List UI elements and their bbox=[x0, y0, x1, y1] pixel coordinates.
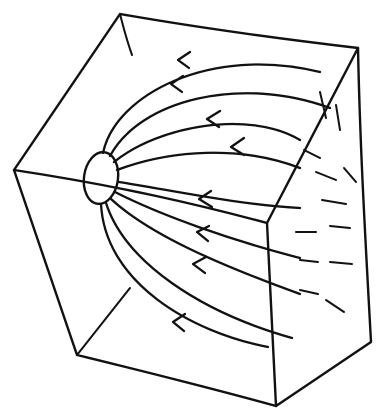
field-lines bbox=[101, 64, 330, 347]
arrowhead bbox=[178, 52, 190, 68]
field-line-stub bbox=[330, 262, 352, 264]
arrowhead bbox=[193, 257, 206, 273]
cube-top-face bbox=[14, 14, 358, 223]
field-line-stub bbox=[336, 105, 340, 130]
field-line-stub bbox=[330, 226, 350, 228]
field-line bbox=[117, 153, 300, 170]
field-line-stubs bbox=[296, 92, 356, 312]
field-line-stub bbox=[326, 300, 344, 312]
cube-back-edge-vertical bbox=[120, 14, 132, 55]
field-line-stub bbox=[304, 150, 320, 158]
cube-back-edge-bottom bbox=[77, 288, 130, 355]
point-charge bbox=[81, 150, 122, 206]
field-line bbox=[103, 64, 320, 153]
field-line-stub bbox=[316, 172, 336, 180]
arrowhead bbox=[173, 314, 185, 331]
arrowhead bbox=[171, 76, 183, 92]
cube bbox=[14, 14, 371, 406]
field-line-stub bbox=[344, 168, 356, 182]
field-line-stub bbox=[322, 200, 346, 204]
field-line-stub bbox=[300, 290, 318, 294]
field-line-stub bbox=[300, 260, 318, 262]
field-line bbox=[114, 124, 300, 162]
field-line bbox=[115, 192, 300, 258]
cube-right-face bbox=[276, 48, 371, 406]
field-line bbox=[101, 204, 268, 347]
arrowhead bbox=[199, 191, 212, 207]
